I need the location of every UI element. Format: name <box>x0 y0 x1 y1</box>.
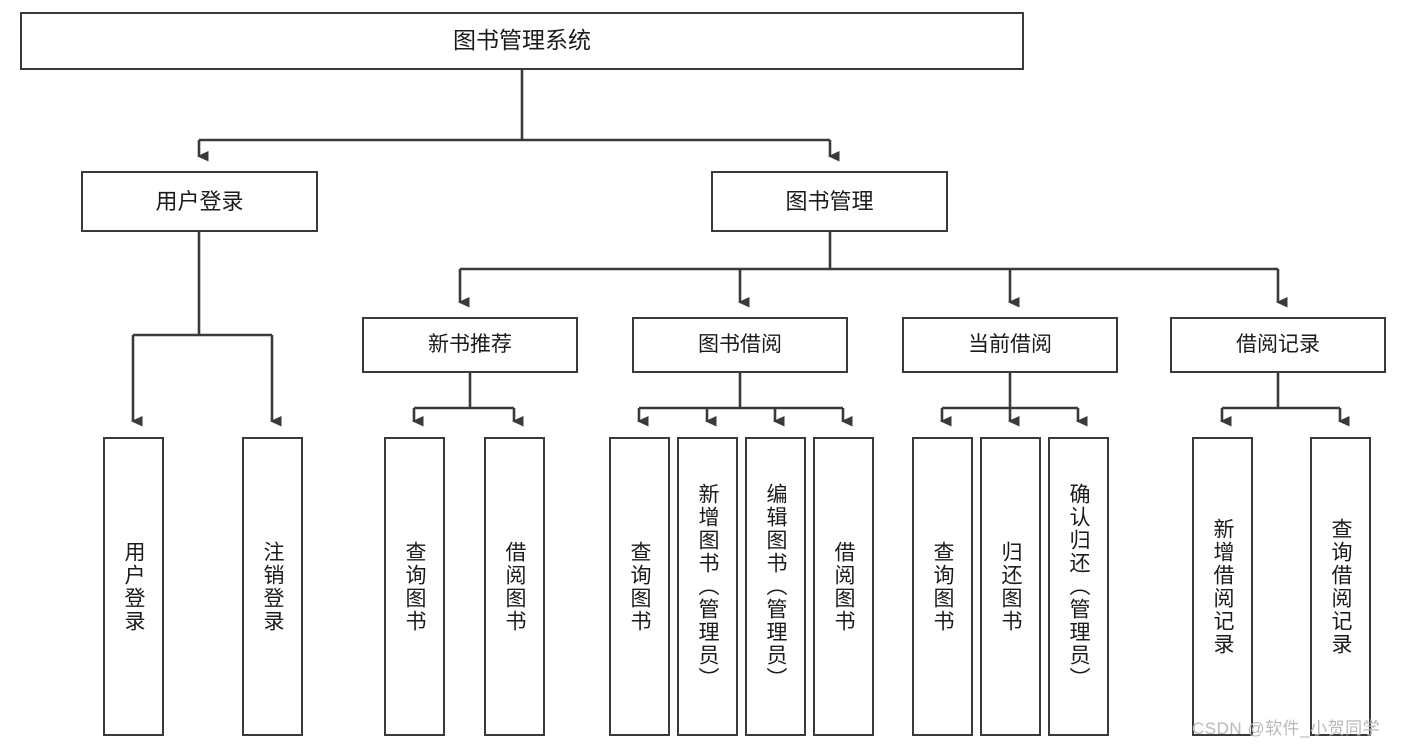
node-leaf-query-book-1[interactable]: 查询图书 <box>384 437 445 736</box>
node-leaf-query-record[interactable]: 查询借阅记录 <box>1310 437 1371 736</box>
csdn-watermark: CSDN @软件_小贺同学 <box>1192 719 1381 738</box>
node-leaf-return-book-label: 归还图书 <box>999 540 1022 633</box>
node-leaf-query-book-3-label: 查询图书 <box>931 540 954 633</box>
node-book-manage-label: 图书管理 <box>785 188 874 214</box>
node-book-manage[interactable]: 图书管理 <box>711 171 948 232</box>
node-user-login-label: 用户登录 <box>155 188 244 214</box>
node-leaf-query-record-label: 查询借阅记录 <box>1329 517 1352 656</box>
node-borrow-record[interactable]: 借阅记录 <box>1170 317 1386 373</box>
node-leaf-edit-book[interactable]: 编辑图书（管理员） <box>745 437 806 736</box>
node-root-label: 图书管理系统 <box>453 27 591 54</box>
node-borrow-record-label: 借阅记录 <box>1236 332 1320 356</box>
node-leaf-add-record-label: 新增借阅记录 <box>1211 517 1234 656</box>
node-book-borrow-label: 图书借阅 <box>698 332 782 356</box>
node-leaf-user-logout-label: 注销登录 <box>261 540 284 633</box>
node-leaf-borrow-book-1-label: 借阅图书 <box>503 540 526 633</box>
node-current-borrow[interactable]: 当前借阅 <box>902 317 1118 373</box>
node-user-login[interactable]: 用户登录 <box>81 171 318 232</box>
node-current-borrow-label: 当前借阅 <box>968 332 1052 356</box>
node-leaf-edit-book-label: 编辑图书（管理员） <box>764 483 787 690</box>
node-leaf-add-book-label: 新增图书（管理员） <box>696 483 719 690</box>
node-new-book-recommend[interactable]: 新书推荐 <box>362 317 578 373</box>
node-book-borrow[interactable]: 图书借阅 <box>632 317 848 373</box>
node-leaf-borrow-book-1[interactable]: 借阅图书 <box>484 437 545 736</box>
node-leaf-confirm-return[interactable]: 确认归还（管理员） <box>1048 437 1109 736</box>
node-leaf-query-book-2-label: 查询图书 <box>628 540 651 633</box>
node-leaf-user-login-label: 用户登录 <box>122 540 145 633</box>
node-leaf-confirm-return-label: 确认归还（管理员） <box>1067 483 1090 690</box>
node-leaf-return-book[interactable]: 归还图书 <box>980 437 1041 736</box>
node-leaf-query-book-3[interactable]: 查询图书 <box>912 437 973 736</box>
node-leaf-query-book-2[interactable]: 查询图书 <box>609 437 670 736</box>
node-leaf-user-logout[interactable]: 注销登录 <box>242 437 303 736</box>
node-root[interactable]: 图书管理系统 <box>20 12 1024 70</box>
node-leaf-add-book[interactable]: 新增图书（管理员） <box>677 437 738 736</box>
node-leaf-borrow-book-2[interactable]: 借阅图书 <box>813 437 874 736</box>
node-leaf-query-book-1-label: 查询图书 <box>403 540 426 633</box>
node-leaf-user-login[interactable]: 用户登录 <box>103 437 164 736</box>
node-leaf-add-record[interactable]: 新增借阅记录 <box>1192 437 1253 736</box>
node-leaf-borrow-book-2-label: 借阅图书 <box>832 540 855 633</box>
node-new-book-recommend-label: 新书推荐 <box>428 332 512 356</box>
